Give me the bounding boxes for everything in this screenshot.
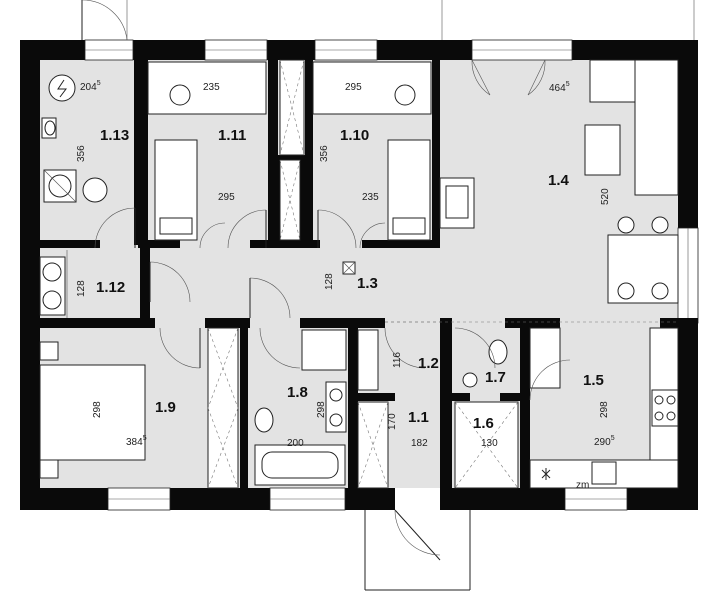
shower-icon — [301, 329, 347, 371]
room-label-18: 1.8 — [287, 384, 308, 401]
room-label-17: 1.7 — [485, 369, 506, 386]
dim-12-h: 116 — [392, 352, 403, 368]
dim-18-w: 200 — [287, 438, 304, 449]
room-18-fixtures — [254, 327, 347, 486]
room-16-fixtures — [454, 401, 519, 489]
room-labels: 1.13 1.11 1.10 1.4 1.12 1.3 1.2 1.7 1.5 … — [96, 127, 604, 432]
stove-icon — [445, 185, 469, 219]
dim-15-h: 298 — [599, 401, 610, 418]
room-label-113: 1.13 — [100, 127, 129, 144]
top-left-door — [81, 0, 128, 41]
dim-11-h: 170 — [387, 413, 398, 430]
dim-111-bottom: 295 — [218, 192, 235, 203]
right-window — [677, 227, 699, 324]
dim-13-h: 128 — [324, 273, 335, 290]
room-113-fixtures — [41, 74, 136, 249]
room-19-fixtures — [39, 327, 239, 489]
room-label-14: 1.4 — [548, 172, 570, 189]
bed-icon — [39, 364, 146, 461]
room-label-112: 1.12 — [96, 279, 125, 296]
toilet-icon — [488, 339, 508, 365]
room-label-13: 1.3 — [357, 275, 378, 292]
corridor-doors — [149, 261, 356, 319]
room-label-12: 1.2 — [418, 355, 439, 372]
closet-1 — [279, 59, 305, 241]
dim-113-w: 2045 — [80, 80, 101, 93]
room-label-11: 1.1 — [408, 409, 429, 426]
room-label-19: 1.9 — [155, 399, 176, 416]
dim-18-h: 298 — [316, 401, 327, 418]
chair-icon — [394, 84, 416, 106]
dim-112-h: 128 — [76, 280, 87, 297]
toilet-icon — [254, 407, 274, 433]
dim-110-h: 356 — [319, 145, 330, 162]
dim-16-w: 130 — [481, 438, 498, 449]
washing-machine-icon — [39, 256, 66, 316]
room-12-fixtures — [357, 321, 440, 391]
stove-icon — [651, 389, 679, 427]
room-label-110: 1.10 — [340, 127, 369, 144]
room-11-fixtures — [357, 401, 389, 489]
room-label-111: 1.11 — [218, 127, 246, 144]
room-112-fixtures — [39, 250, 68, 318]
terrace-door — [471, 59, 546, 96]
room-label-15: 1.5 — [583, 372, 604, 389]
room-17-fixtures — [454, 327, 508, 388]
dim-110-bottom: 235 — [362, 192, 379, 203]
chair-icon — [169, 84, 191, 106]
armchair-icon — [584, 124, 621, 176]
dim-11-w: 182 — [411, 438, 428, 449]
sink-icon — [591, 461, 617, 485]
dim-14-w: 4645 — [549, 81, 570, 94]
annotation-zm: zm — [576, 480, 589, 491]
dimensions: 2045 356 235 295 295 356 235 4645 520 12… — [76, 80, 615, 491]
terrace-lines — [441, 0, 695, 40]
top-windows — [84, 39, 573, 61]
room-15-fixtures — [529, 327, 679, 489]
room-110-fixtures — [312, 61, 432, 249]
bottom-windows — [107, 487, 628, 511]
bathtub-icon — [254, 444, 346, 486]
dim-19-h: 298 — [92, 401, 103, 418]
room-111-fixtures — [147, 61, 267, 249]
dim-111-top: 235 — [203, 82, 220, 93]
dim-19-w: 3845 — [126, 435, 147, 448]
sink-icon — [325, 381, 347, 433]
dim-110-top: 295 — [345, 82, 362, 93]
entrance-door — [364, 488, 471, 591]
dim-15-w: 2905 — [594, 435, 615, 448]
dim-14-h: 520 — [600, 188, 611, 205]
room-14-fixtures — [385, 59, 679, 323]
room-label-16: 1.6 — [473, 415, 494, 432]
electric-panel-icon — [48, 74, 76, 102]
dim-113-h: 356 — [76, 145, 87, 162]
